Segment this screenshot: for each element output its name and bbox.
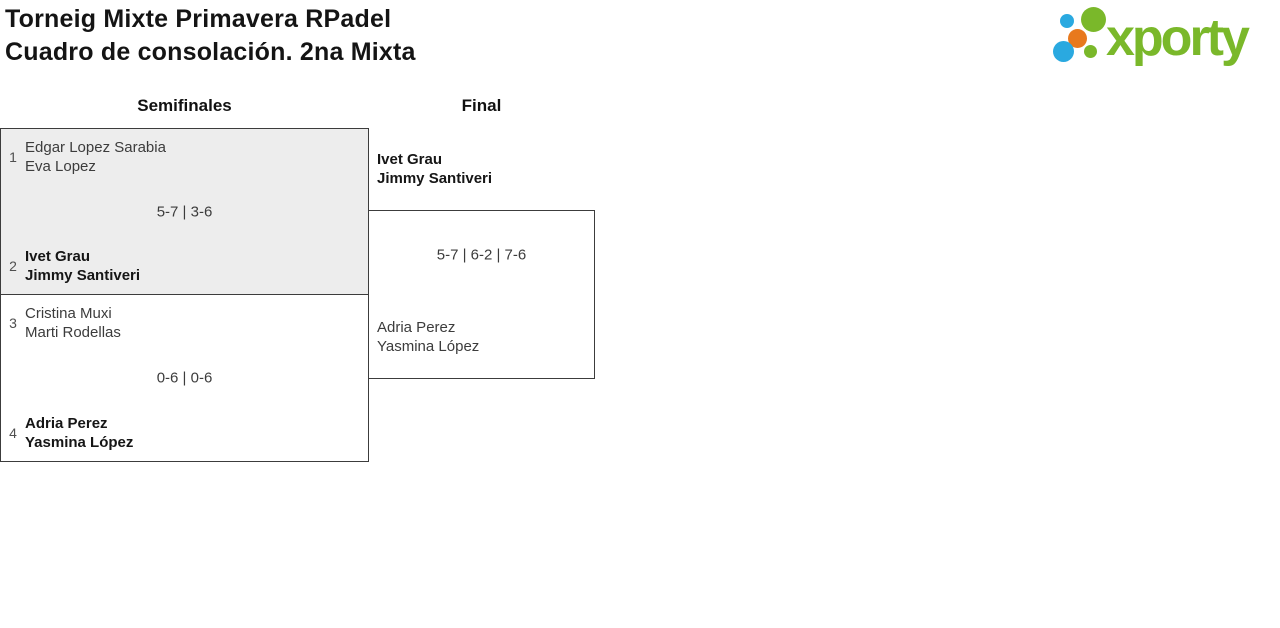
player-name: Yasmina López [25, 434, 134, 451]
logo-dot-icon [1053, 41, 1074, 62]
player-name: Marti Rodellas [25, 324, 121, 341]
logo-dot-icon [1081, 7, 1106, 32]
player-name: Yasmina López [377, 338, 480, 355]
match-score: 0-6 | 0-6 [156, 369, 213, 387]
player-name: Cristina Muxi [25, 305, 112, 322]
final-match-box [368, 210, 595, 379]
team-cristina-marti: 3 Cristina Muxi Marti Rodellas [1, 304, 121, 342]
round-header-semifinals: Semifinales [137, 96, 232, 115]
player-name: Adria Perez [25, 415, 108, 432]
match-semifinal-2: 3 Cristina Muxi Marti Rodellas 0-6 | 0-6… [0, 294, 369, 462]
player-name: Eva Lopez [25, 158, 96, 175]
tournament-name: Torneig Mixte Primavera RPadel [5, 5, 392, 33]
page-title: Torneig Mixte Primavera RPadel Cuadro de… [5, 3, 416, 69]
match-semifinal-1: 1 Edgar Lopez Sarabia Eva Lopez 5-7 | 3-… [0, 128, 369, 295]
player-name: Adria Perez [377, 319, 456, 336]
xporty-logo-text: xporty [1106, 9, 1250, 67]
player-name: Jimmy Santiveri [25, 267, 141, 284]
team-adria-yasmina: 4 Adria Perez Yasmina López [1, 414, 133, 452]
seed-number: 1 [9, 149, 17, 165]
draw-name: Cuadro de consolación. 2na Mixta [5, 38, 416, 66]
logo-dot-icon [1068, 29, 1087, 48]
match-final: Ivet Grau Jimmy Santiveri 5-7 | 6-2 | 7-… [368, 131, 595, 379]
team-ivet-jimmy: 2 Ivet Grau Jimmy Santiveri [1, 247, 140, 285]
seed-number: 3 [9, 315, 17, 331]
player-name: Edgar Lopez Sarabia [25, 139, 166, 156]
final-score: 5-7 | 6-2 | 7-6 [436, 246, 527, 264]
logo-dot-icon [1084, 45, 1097, 58]
logo-dot-icon [1060, 14, 1074, 28]
player-name: Ivet Grau [377, 151, 443, 168]
player-name: Jimmy Santiveri [377, 170, 493, 187]
match-score: 5-7 | 3-6 [156, 203, 213, 220]
xporty-logo[interactable]: xporty [1048, 2, 1278, 72]
team-edgar-eva: 1 Edgar Lopez Sarabia Eva Lopez [1, 138, 166, 176]
round-header-final: Final [461, 96, 502, 115]
seed-number: 4 [9, 425, 17, 441]
player-name: Ivet Grau [25, 248, 91, 265]
team-ivet-jimmy-final: Ivet Grau Jimmy Santiveri [377, 150, 492, 188]
seed-number: 2 [9, 258, 17, 274]
team-adria-yasmina-final: Adria Perez Yasmina López [377, 318, 479, 356]
